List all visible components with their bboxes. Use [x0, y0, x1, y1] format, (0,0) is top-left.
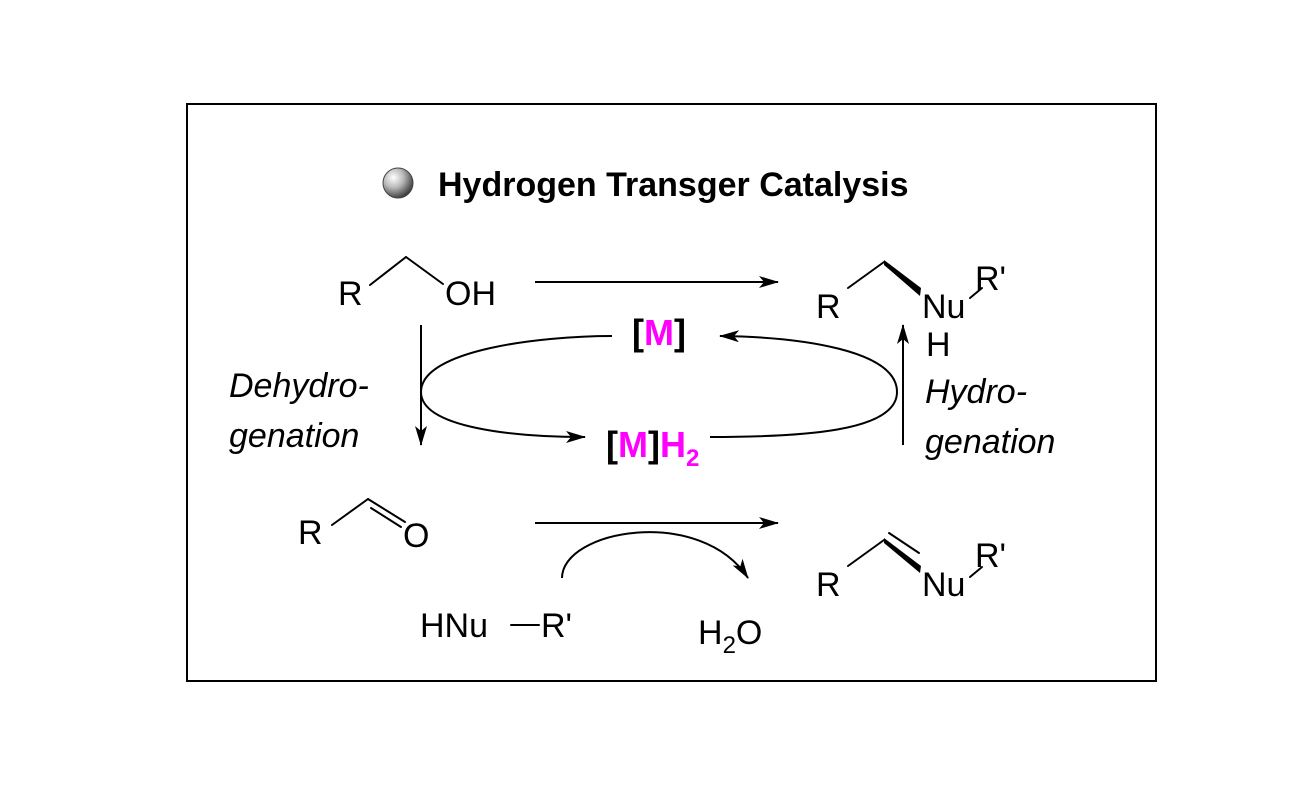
bond: [969, 566, 983, 578]
scheme-frame: [186, 103, 1157, 682]
catalyst-mh2-label: [M]H2: [606, 424, 699, 472]
dehydrogenation-label-line1: Dehydro-: [229, 367, 369, 405]
aldehyde-r-label: R: [298, 514, 323, 552]
hydrogenation-label-line2: genation: [925, 423, 1055, 461]
amine-h-label: H: [926, 326, 951, 364]
amine-r-label: R: [816, 288, 841, 326]
bond: [847, 539, 885, 567]
wedge-bond: [884, 538, 921, 573]
amine-nu-label: Nu: [922, 288, 965, 326]
bond: [331, 498, 369, 526]
cycle-upper-arrow: [709, 330, 899, 438]
sphere-bullet-icon: [382, 167, 414, 199]
water-release-arrow: [561, 531, 749, 579]
imine-r-label: R: [816, 566, 841, 604]
bond: [847, 261, 885, 289]
imine-structure: R Nu R': [816, 532, 1006, 604]
catalyst-m-label: [M]: [632, 312, 686, 353]
alcohol-oh-label: OH: [445, 275, 496, 313]
nucleophile-r-prime-label: R': [541, 607, 572, 645]
cycle-lower-arrow: [419, 335, 613, 443]
alcohol-structure: R OH: [338, 256, 496, 313]
hydrogenation-label-line1: Hydro-: [925, 373, 1027, 411]
alcohol-r-label: R: [338, 275, 363, 313]
scheme-title: Hydrogen Transger Catalysis: [438, 166, 909, 204]
amine-structure: R Nu R' H: [816, 260, 1006, 364]
bond: [888, 532, 920, 554]
bond: [370, 507, 402, 528]
bond: [405, 256, 444, 285]
amine-r-prime-label: R': [975, 260, 1006, 298]
bond: [369, 256, 407, 286]
aldehyde-o-label: O: [403, 517, 429, 555]
imine-r-prime-label: R': [975, 537, 1006, 575]
aldehyde-structure: R O: [298, 498, 429, 555]
bond: [969, 287, 983, 299]
water-label: H2O: [698, 614, 762, 659]
nucleophile-structure: HNu R': [420, 607, 572, 645]
dehydrogenation-label-line2: genation: [229, 417, 359, 455]
imine-nu-label: Nu: [922, 566, 965, 604]
wedge-bond: [884, 260, 921, 296]
bond: [367, 498, 406, 523]
nucleophile-hnu-label: HNu: [420, 607, 488, 645]
